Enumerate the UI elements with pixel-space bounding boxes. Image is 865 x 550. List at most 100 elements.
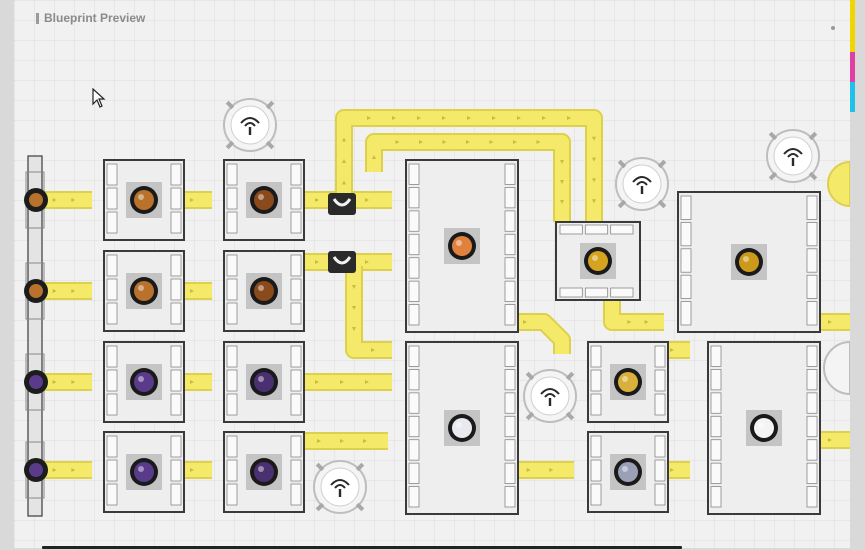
port-left (680, 195, 692, 220)
item-shine (622, 466, 628, 472)
belt-arrow-icon (627, 320, 632, 324)
belt-arrow-icon (828, 438, 832, 442)
port-left (106, 163, 118, 186)
port-left (408, 486, 420, 508)
window-title: Blueprint Preview (44, 11, 146, 25)
cursor-icon (92, 88, 106, 108)
item-icon (618, 462, 638, 482)
belt-arrow-icon (342, 180, 346, 185)
antenna-wave-outer (632, 176, 652, 183)
accent-pink (850, 52, 855, 82)
menu-dot-icon[interactable] (831, 26, 835, 30)
port-right (504, 233, 516, 256)
belt-arrow-icon (442, 116, 446, 120)
port-left (106, 345, 118, 368)
belt-arrow-icon (352, 306, 356, 310)
port-top (559, 224, 583, 235)
window-titlebar: Blueprint Preview (36, 10, 145, 26)
port-right (290, 393, 302, 416)
port-right (290, 369, 302, 392)
item-icon (254, 281, 274, 301)
port-left (408, 210, 420, 232)
antenna-notch (565, 371, 575, 381)
machine-mixer[interactable] (555, 221, 641, 301)
machine-refiner-1[interactable] (223, 159, 305, 241)
machine-refiner-2[interactable] (223, 250, 305, 332)
antenna-face (773, 136, 813, 176)
port-left (226, 278, 238, 301)
belt-down-link[interactable] (347, 266, 392, 357)
machine-crusher-4[interactable] (103, 431, 185, 513)
item-shine (258, 466, 264, 472)
antenna-icon[interactable] (313, 460, 367, 514)
machine-crusher-1[interactable] (103, 159, 185, 241)
item-shine (456, 240, 462, 246)
item-shine (622, 376, 628, 382)
item-icon (254, 462, 274, 482)
antenna-notch (565, 411, 575, 421)
belt-arrow-icon (372, 155, 376, 159)
item-shine (456, 422, 462, 428)
port-left (680, 274, 692, 300)
belt-arrow-icon (567, 116, 571, 120)
port-right (806, 486, 818, 508)
item-shine (592, 255, 598, 261)
port-left (226, 393, 238, 416)
antenna-icon[interactable] (766, 129, 820, 183)
antenna-notch (315, 502, 325, 512)
belt-arrow-icon (317, 439, 321, 443)
port-right (504, 280, 516, 302)
belt-arrow-icon (417, 116, 421, 120)
horizontal-scrollbar[interactable] (42, 546, 682, 549)
port-right (654, 459, 666, 482)
machine-small-lower[interactable] (587, 431, 669, 513)
machine-small-mid[interactable] (587, 341, 669, 423)
belt-arrow-icon (340, 380, 344, 384)
machine-crusher-2[interactable] (103, 250, 185, 332)
port-right (806, 369, 818, 391)
factory-canvas[interactable] (14, 0, 850, 548)
machine-large-lower-right[interactable] (707, 341, 821, 515)
antenna-icon[interactable] (523, 369, 577, 423)
port-right (170, 483, 182, 506)
machine-cuber-top[interactable] (405, 159, 519, 333)
antenna-notch (355, 502, 365, 512)
accent-strip (850, 0, 855, 112)
item-icon (254, 372, 274, 392)
item-shine (138, 194, 144, 200)
machine-refiner-3[interactable] (223, 341, 305, 423)
port-left (226, 302, 238, 325)
belt-arrow-icon (549, 468, 554, 472)
port-right (654, 393, 666, 416)
blueprint-preview[interactable]: Blueprint Preview (14, 0, 850, 548)
item-shine (138, 285, 144, 291)
port-left (590, 393, 602, 416)
port-right (170, 435, 182, 458)
port-left (226, 211, 238, 234)
port-left (106, 435, 118, 458)
item-shine (258, 285, 264, 291)
belt-arrow-icon (560, 160, 564, 164)
belt-arrow-icon (371, 348, 375, 352)
port-left (408, 187, 420, 209)
belt-arrow-icon (489, 140, 494, 144)
machine-crusher-3[interactable] (103, 341, 185, 423)
port-left (226, 163, 238, 186)
antenna-icon[interactable] (615, 157, 669, 211)
port-right (504, 257, 516, 279)
port-right (290, 211, 302, 234)
port-right (290, 278, 302, 301)
port-right (654, 483, 666, 506)
antenna-icon[interactable] (223, 98, 277, 152)
machine-cuber-bottom[interactable] (405, 341, 519, 515)
machine-large-right[interactable] (677, 191, 821, 333)
machine-refiner-4[interactable] (223, 431, 305, 513)
belt-layer (36, 109, 850, 479)
item-icon (134, 462, 154, 482)
splitter-icon[interactable] (328, 251, 356, 273)
port-top (610, 224, 634, 235)
port-right (170, 302, 182, 325)
belt-arrow-icon (342, 137, 346, 142)
port-left (226, 435, 238, 458)
splitter-icon[interactable] (328, 193, 356, 215)
